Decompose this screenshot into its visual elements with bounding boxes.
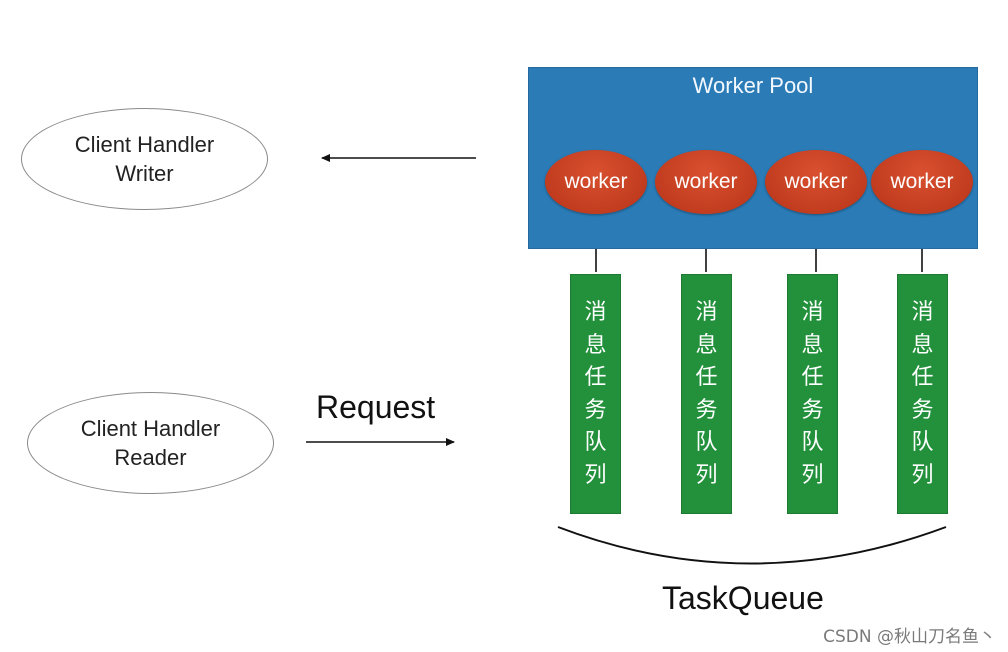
queue-char: 务 xyxy=(695,397,718,423)
worker-label: worker xyxy=(674,170,738,193)
queue-char: 任 xyxy=(584,365,607,390)
worker-node-4: worker xyxy=(871,150,973,214)
taskqueue-brace xyxy=(557,526,947,565)
queue-char: 息 xyxy=(584,332,607,358)
queue-char: 列 xyxy=(801,462,824,488)
worker-pool-title: Worker Pool xyxy=(692,73,814,98)
queue-char: 列 xyxy=(584,462,607,488)
queue-char: 务 xyxy=(801,397,824,423)
queue-char: 任 xyxy=(801,365,824,390)
queue-char: 列 xyxy=(695,462,718,488)
message-queue-3: 消 息 任 务 队 列 xyxy=(787,274,838,514)
worker-label: worker xyxy=(890,170,954,193)
worker-label: worker xyxy=(784,170,848,193)
queue-char: 列 xyxy=(911,462,934,488)
worker-node-2: worker xyxy=(655,150,757,214)
message-queue-2: 消 息 任 务 队 列 xyxy=(681,274,732,514)
queue-char: 队 xyxy=(911,430,934,455)
worker-node-3: worker xyxy=(765,150,867,214)
queue-char: 消 xyxy=(801,300,824,325)
client-handler-writer-label: Client Handler Writer xyxy=(74,132,215,186)
queue-char: 息 xyxy=(695,332,718,358)
client-handler-reader-label: Client Handler Reader xyxy=(80,416,221,470)
queue-char: 队 xyxy=(801,430,824,455)
queue-char: 息 xyxy=(911,332,934,358)
queue-char: 任 xyxy=(695,365,718,390)
message-queue-1: 消 息 任 务 队 列 xyxy=(570,274,621,514)
queue-char: 队 xyxy=(584,430,607,455)
queue-char: 消 xyxy=(584,300,607,325)
watermark: CSDN @秋山刀名鱼丶 xyxy=(823,627,996,647)
taskqueue-label: TaskQueue xyxy=(662,580,824,616)
client-handler-writer: Client Handler Writer xyxy=(21,108,268,210)
worker-label: worker xyxy=(564,170,628,193)
queue-char: 务 xyxy=(584,397,607,423)
queue-char: 任 xyxy=(911,365,934,390)
request-label: Request xyxy=(316,389,436,425)
queue-char: 消 xyxy=(911,300,934,325)
queue-char: 息 xyxy=(801,332,824,358)
worker-node-1: worker xyxy=(545,150,647,214)
queue-char: 务 xyxy=(911,397,934,423)
queue-char: 消 xyxy=(695,300,718,325)
message-queue-4: 消 息 任 务 队 列 xyxy=(897,274,948,514)
queue-char: 队 xyxy=(695,430,718,455)
client-handler-reader: Client Handler Reader xyxy=(27,392,274,494)
